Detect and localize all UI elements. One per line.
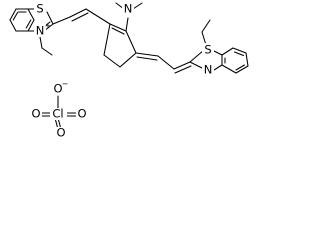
right-benzothiazoline-ring bbox=[189, 19, 249, 74]
sulfur-atom-left: S bbox=[36, 2, 43, 16]
positive-charge-sign: + bbox=[45, 22, 52, 31]
left-vinyl-bridge bbox=[52, 8, 111, 25]
oxygen-atom-right: O bbox=[77, 107, 86, 121]
sulfur-atom-right: S bbox=[204, 43, 211, 57]
nitrogen-atom-dimethylamino: N bbox=[124, 2, 133, 16]
oxygen-atom-left: O bbox=[31, 107, 40, 121]
chlorine-atom: Cl bbox=[52, 107, 63, 121]
negative-charge-sign: − bbox=[62, 80, 69, 89]
oxygen-atom-anionic: O bbox=[53, 82, 62, 96]
left-benzothiazolium-ring bbox=[9, 8, 54, 56]
oxygen-atom-bottom: O bbox=[56, 126, 65, 140]
chemical-structure-diagram: S N + N S N Cl O − O O O bbox=[9, 2, 249, 140]
right-polyene-bridge bbox=[135, 52, 192, 74]
nitrogen-atom-right: N bbox=[204, 63, 213, 77]
nitrogen-atom-left: N bbox=[36, 24, 45, 38]
cyclopentene-ring bbox=[103, 2, 143, 68]
